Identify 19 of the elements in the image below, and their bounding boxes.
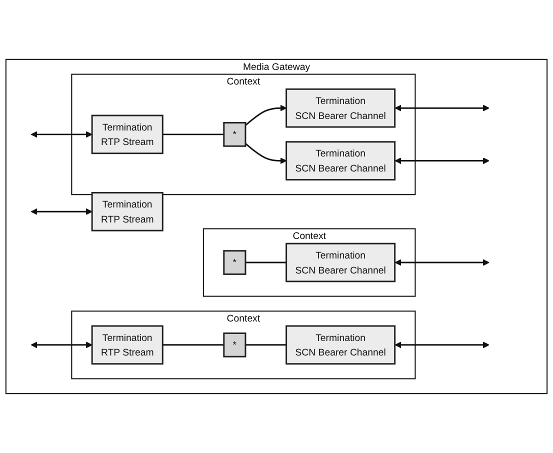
arrow xyxy=(394,158,490,164)
node-box: Termination SCN Bearer Channel xyxy=(286,141,396,180)
node-box: Termination RTP Stream xyxy=(91,192,164,232)
node-box: Termination SCN Bearer Channel xyxy=(286,88,396,128)
node-box: * xyxy=(223,332,246,358)
node-box: Termination SCN Bearer Channel xyxy=(286,242,396,282)
arrow xyxy=(30,208,92,215)
arrow xyxy=(245,104,287,126)
node-box: Termination SCN Bearer Channel xyxy=(286,325,396,365)
arrow xyxy=(394,342,490,348)
node-box: * xyxy=(223,122,246,147)
arrow xyxy=(245,142,287,164)
arrow xyxy=(394,104,490,112)
arrow xyxy=(394,259,490,266)
arrow xyxy=(30,131,92,138)
node-box: * xyxy=(223,250,246,275)
node-box: Termination RTP Stream xyxy=(91,325,164,365)
node-box: Termination RTP Stream xyxy=(91,114,164,154)
arrow xyxy=(30,342,92,348)
